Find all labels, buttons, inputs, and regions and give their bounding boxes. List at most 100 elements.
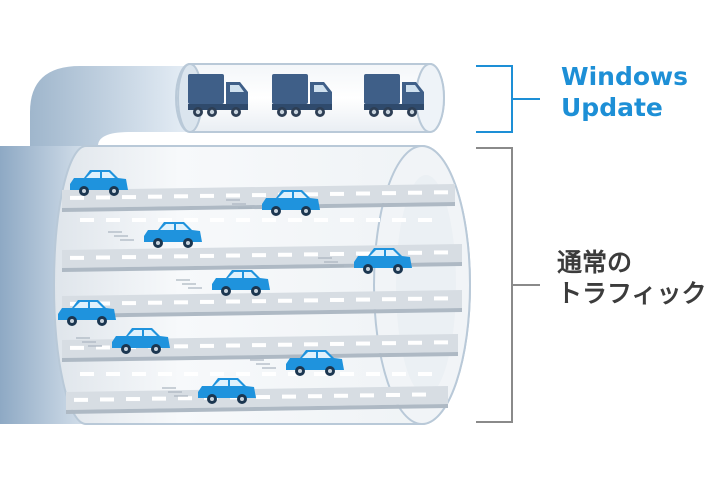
lane-dash — [236, 218, 250, 222]
lane-dash — [360, 393, 374, 398]
lane-dash — [304, 252, 318, 257]
lane-dash — [226, 299, 240, 304]
trucks-group — [188, 74, 424, 117]
lane-dash — [418, 372, 432, 376]
lane-dash — [282, 394, 296, 399]
normal-traffic-label: 通常の トラフィック — [557, 248, 707, 309]
lane-dash — [148, 254, 162, 259]
lane-dash — [70, 255, 84, 260]
lane-dash — [334, 393, 348, 398]
lane-dash — [288, 372, 302, 376]
lane-dash — [408, 190, 422, 195]
lane-dash — [74, 397, 88, 402]
lane-dash — [304, 342, 318, 347]
lane-dash — [340, 372, 354, 376]
lane-dash — [256, 395, 270, 400]
lane-dash — [174, 300, 188, 305]
lane-dash — [126, 397, 140, 402]
lane-dash — [262, 218, 276, 222]
lane-dash — [356, 251, 370, 256]
car-icon — [58, 300, 116, 326]
lane-dash — [96, 195, 110, 200]
lane-dash — [412, 392, 426, 397]
lane-dash — [200, 253, 214, 258]
road-slab-edge — [62, 352, 458, 362]
lane-dash — [382, 341, 396, 346]
lane-dash — [252, 253, 266, 258]
pipe-elbow — [30, 66, 190, 146]
lane-dash — [200, 343, 214, 348]
normal-traffic-label-line1: 通常の — [557, 248, 633, 277]
lane-dash — [96, 301, 110, 306]
lane-dash — [210, 372, 224, 376]
lane-dash — [386, 392, 400, 397]
car-icon — [108, 222, 202, 248]
lane-dash — [356, 297, 370, 302]
lane-dash — [330, 341, 344, 346]
windows-update-label-line1: Windows — [561, 62, 688, 91]
lane-dash — [330, 251, 344, 256]
lane-dash — [122, 255, 136, 260]
lane-dash — [262, 372, 276, 376]
windows-update-label: Windows Update — [561, 62, 688, 123]
lane-dash — [236, 372, 250, 376]
lane-dash — [288, 218, 302, 222]
lane-dash — [200, 299, 214, 304]
lane-dash — [184, 218, 198, 222]
lane-dash — [330, 297, 344, 302]
lane-dash — [70, 345, 84, 350]
car-icon — [162, 378, 256, 404]
lane-dash — [158, 372, 172, 376]
lane-dash — [174, 254, 188, 259]
lane-dash — [278, 252, 292, 257]
lane-dash — [132, 372, 146, 376]
car-icon — [318, 248, 412, 274]
road-slab-edge — [62, 202, 455, 212]
lane-dash — [96, 255, 110, 260]
lane-dash — [434, 340, 448, 345]
lane-dash — [106, 218, 120, 222]
car-icon — [176, 270, 270, 296]
lane-dash — [278, 298, 292, 303]
lane-dash — [408, 340, 422, 345]
lane-dash — [392, 372, 406, 376]
lane-dash — [174, 344, 188, 349]
lane-dash — [80, 372, 94, 376]
lane-dash — [252, 343, 266, 348]
lane-dash — [252, 299, 266, 304]
road-slab-edge — [66, 404, 448, 414]
lane-dash — [314, 372, 328, 376]
lane-dash — [174, 194, 188, 199]
lane-dash — [418, 218, 432, 222]
lane-dash — [356, 191, 370, 196]
lane-dash — [210, 218, 224, 222]
lane-dash — [226, 193, 240, 198]
bracket-normal-traffic — [476, 147, 540, 423]
delivery-truck-icon — [188, 74, 248, 117]
lane-dash — [70, 195, 84, 200]
car-icon — [226, 190, 320, 216]
car-icon — [76, 328, 170, 354]
lane-dash — [148, 194, 162, 199]
lane-dash — [152, 396, 166, 401]
lane-dash — [200, 193, 214, 198]
lane-dash — [226, 343, 240, 348]
lane-dash — [106, 372, 120, 376]
lane-dash — [434, 190, 448, 195]
lane-dash — [392, 218, 406, 222]
lane-dash — [158, 218, 172, 222]
car-icon — [250, 350, 344, 376]
lane-dash — [148, 300, 162, 305]
lane-dash — [382, 191, 396, 196]
lane-dash — [434, 296, 448, 301]
lane-dash — [366, 218, 380, 222]
lane-dash — [226, 253, 240, 258]
normal-traffic-label-line2: トラフィック — [557, 278, 707, 308]
lane-dash — [356, 341, 370, 346]
lane-dash — [340, 218, 354, 222]
cars-group — [58, 170, 412, 404]
road-slab-edge — [62, 308, 462, 318]
lane-dash — [252, 193, 266, 198]
delivery-truck-icon — [272, 74, 332, 117]
